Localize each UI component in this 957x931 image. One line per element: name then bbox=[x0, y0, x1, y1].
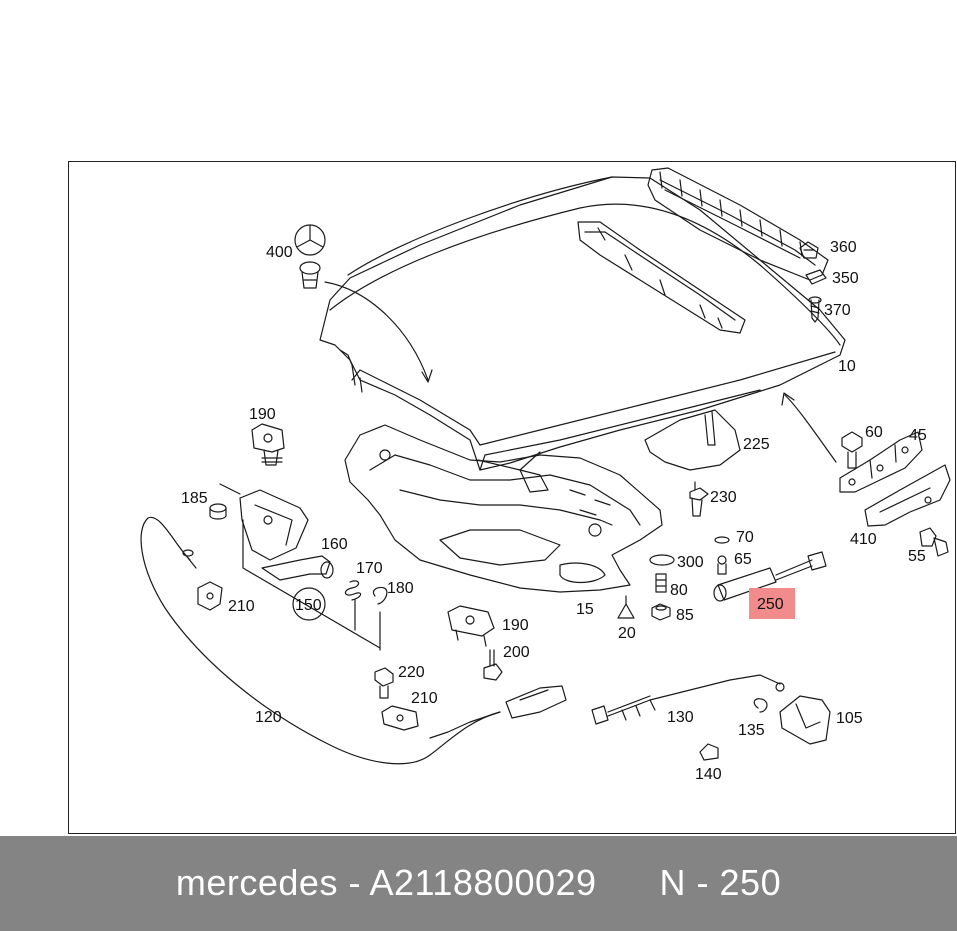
label-370: 370 bbox=[824, 302, 851, 319]
lock-190-upper-drawing bbox=[251, 423, 285, 466]
ornament-arrow-head bbox=[421, 369, 433, 383]
label-210-lower: 210 bbox=[411, 690, 438, 707]
footer-bar bbox=[0, 836, 957, 931]
bolt-220-drawing bbox=[374, 667, 394, 699]
label-130: 130 bbox=[667, 709, 694, 726]
cable-connector-drawing bbox=[505, 685, 567, 719]
clip-20-drawing bbox=[617, 595, 635, 619]
label-300: 300 bbox=[677, 554, 704, 571]
label-410: 410 bbox=[850, 531, 877, 548]
label-190-upper: 190 bbox=[249, 406, 276, 423]
footer-part-number: A2118800029 bbox=[369, 862, 597, 903]
washer-185-drawing bbox=[209, 503, 227, 520]
hinge-45-drawing bbox=[839, 431, 923, 493]
bolt-200-drawing bbox=[483, 649, 503, 681]
hinge-arrow-head bbox=[781, 392, 795, 406]
parts-diagram: 10 15 20 45 55 60 65 70 80 85 105 120 13… bbox=[140, 167, 951, 783]
label-190-center: 190 bbox=[502, 617, 529, 634]
footer-brand: mercedes bbox=[175, 862, 338, 903]
gas-strut-250-drawing bbox=[713, 551, 827, 602]
clip-360-drawing bbox=[799, 241, 819, 259]
label-220: 220 bbox=[398, 664, 425, 681]
callout-circle-150 bbox=[292, 587, 326, 621]
insulation-mat-drawing bbox=[344, 424, 663, 593]
label-20: 20 bbox=[618, 625, 636, 642]
pin-80-drawing bbox=[655, 573, 667, 593]
label-70: 70 bbox=[736, 529, 754, 546]
footer-caption: mercedes - A2118800029 N - 250 bbox=[0, 862, 957, 904]
lock-bracket-drawing bbox=[239, 489, 309, 561]
label-135: 135 bbox=[738, 722, 765, 739]
lock-210-left-drawing bbox=[197, 581, 223, 611]
label-140: 140 bbox=[695, 766, 722, 783]
assembly-leader-lines bbox=[219, 483, 381, 651]
screw-370-drawing bbox=[808, 296, 822, 323]
label-10: 10 bbox=[838, 358, 856, 375]
washer-70-drawing bbox=[714, 536, 730, 544]
ornament-arrow-line bbox=[324, 281, 429, 381]
clip-140-drawing bbox=[699, 743, 719, 761]
ball-stud-65-drawing bbox=[717, 555, 727, 575]
label-15: 15 bbox=[576, 601, 594, 618]
diagram-frame bbox=[68, 161, 956, 834]
clip-350-drawing bbox=[805, 269, 827, 285]
label-65: 65 bbox=[734, 551, 752, 568]
label-120: 120 bbox=[255, 709, 282, 726]
label-185: 185 bbox=[181, 490, 208, 507]
label-55: 55 bbox=[908, 548, 926, 565]
label-80: 80 bbox=[670, 582, 688, 599]
label-180: 180 bbox=[387, 580, 414, 597]
panel-225-drawing bbox=[644, 409, 741, 471]
lock-210-lower-drawing bbox=[381, 705, 419, 731]
bolt-60-drawing bbox=[841, 431, 863, 469]
bolt-230-drawing bbox=[689, 481, 709, 517]
label-350: 350 bbox=[832, 270, 859, 287]
release-lever-160-drawing bbox=[261, 555, 334, 581]
hinge-arrow-line bbox=[784, 394, 837, 463]
label-210-left: 210 bbox=[228, 598, 255, 615]
bolt-55-drawing bbox=[919, 527, 949, 557]
label-360: 360 bbox=[830, 239, 857, 256]
footer-position: N - 250 bbox=[659, 862, 782, 903]
bracket-410-drawing bbox=[864, 464, 951, 527]
label-150: 150 bbox=[295, 597, 322, 614]
label-45: 45 bbox=[909, 427, 927, 444]
label-225: 225 bbox=[743, 436, 770, 453]
label-230: 230 bbox=[710, 489, 737, 506]
oring-300-drawing bbox=[649, 554, 675, 566]
label-160: 160 bbox=[321, 536, 348, 553]
star-ornament-drawing bbox=[294, 224, 326, 289]
label-85: 85 bbox=[676, 607, 694, 624]
cable-end-line bbox=[429, 711, 501, 739]
label-250: 250 bbox=[757, 596, 784, 613]
hood-panel-drawing bbox=[319, 167, 846, 471]
label-200: 200 bbox=[503, 644, 530, 661]
label-105: 105 bbox=[836, 710, 863, 727]
label-400: 400 bbox=[266, 244, 293, 261]
highlight-250 bbox=[749, 588, 795, 619]
handle-105-drawing bbox=[779, 695, 831, 745]
clip-135-drawing bbox=[753, 698, 768, 713]
lock-190-center-drawing bbox=[447, 605, 495, 647]
footer-separator: - bbox=[337, 862, 370, 903]
bushing-85-drawing bbox=[651, 603, 671, 621]
label-170: 170 bbox=[356, 560, 383, 577]
cable-130-drawing bbox=[591, 674, 785, 725]
spring-170-drawing bbox=[344, 580, 362, 601]
label-60: 60 bbox=[865, 424, 883, 441]
footer-gap bbox=[597, 862, 660, 903]
cable-120-drawing bbox=[140, 516, 501, 765]
clip-180-drawing bbox=[372, 586, 388, 605]
